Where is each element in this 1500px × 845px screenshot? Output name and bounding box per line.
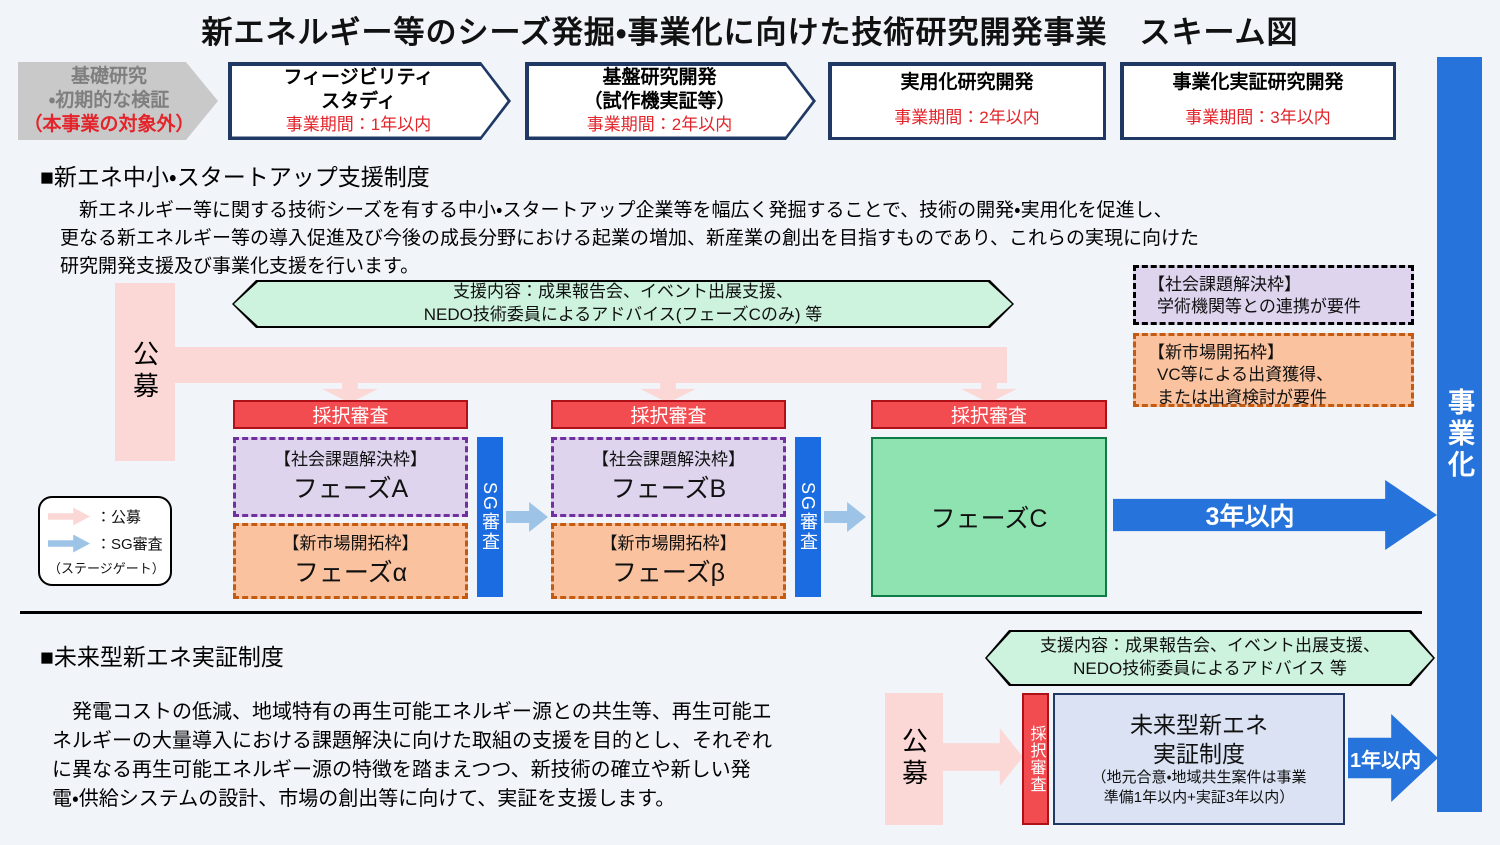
phase-box-beta: 【新市場開拓枠】 フェーズβ	[551, 523, 786, 599]
pre-stage-line2: ・初期的な検証	[48, 90, 170, 112]
pre-stage-arrow: 基礎研究 ・初期的な検証 （本事業の対象外）	[18, 62, 218, 140]
sg-arrow-2	[824, 502, 866, 532]
sg-bar-2: SG審査	[795, 437, 821, 597]
phase-beta-name: フェーズβ	[611, 558, 726, 587]
section1-paragraph-line3: 研究開発支援及び事業化支援を行います。	[60, 256, 420, 277]
arrow-1y-label: 1年以内	[1350, 749, 1422, 772]
stage-box-jitsuyouka: 実用化研究開発 事業期間：2年以内	[828, 62, 1106, 140]
pre-stage-line1: 基礎研究	[70, 66, 147, 88]
koubo-box-2: 公募	[885, 693, 943, 825]
demo-box-line4: 準備1年以内+実証3年以内）	[1103, 788, 1295, 806]
support-banner-1-line2: NEDO技術委員によるアドバイス(フェーズCのみ) 等	[423, 305, 823, 324]
koubo-bar-1-label: 公募	[129, 340, 160, 404]
business-bar: 事業化	[1437, 57, 1482, 812]
phase-b-name: フェーズB	[610, 474, 727, 503]
section2-paragraph-line2: ネルギーの大量導入における課題解決に向けた取組の支援を目的とし、それぞれ	[52, 730, 772, 752]
demo-program-box: 未来型新エネ 実証制度 （地元合意・地域共生案件は事業 準備1年以内+実証3年以…	[1053, 693, 1345, 825]
info-market-line3: または出資検討が要件	[1157, 387, 1327, 407]
legend-sg-label: ：SG審査	[96, 536, 163, 553]
stage-fill	[831, 65, 1103, 137]
demo-box-line1: 未来型新エネ	[1130, 711, 1268, 738]
adoption-bar-2-label: 採択審査	[1027, 725, 1045, 793]
support-banner-2-line1: 支援内容：成果報告会、イベント出展支援、	[1040, 636, 1380, 656]
phase-box-c: フェーズC	[871, 437, 1107, 597]
stage-title: 基盤研究開発	[602, 67, 717, 89]
section2-heading: ■未来型新エネ実証制度	[40, 644, 284, 670]
section1-paragraph: 新エネルギー等に関する技術シーズを有する中小・スタートアップ企業等を幅広く発掘す…	[60, 197, 1320, 281]
section1-heading: ■新エネ中小・スタートアップ支援制度	[40, 164, 430, 190]
stage-period: 事業期間：1年以内	[285, 114, 432, 134]
koubo-bar-1: 公募	[115, 283, 175, 461]
stage-fill	[1123, 65, 1393, 137]
info-market-line1: 【新市場開拓枠】	[1148, 343, 1284, 362]
stage-title2: スタディ	[321, 90, 396, 112]
sg-bar-1-label: SG審査	[480, 481, 500, 552]
demo-box-line2: 実証制度	[1153, 740, 1245, 767]
legend-box: ：公募 ：SG審査 （ステージゲート）	[38, 496, 172, 586]
phase-alpha-name: フェーズα	[293, 558, 408, 587]
legend-koubo-label: ：公募	[96, 509, 142, 526]
stage-title2: （試作機実証等）	[583, 90, 736, 112]
support-banner-2-line2: NEDO技術委員によるアドバイス 等	[1073, 659, 1347, 678]
sg-bar-1: SG審査	[477, 437, 503, 597]
stage-period: 事業期間：2年以内	[586, 114, 733, 134]
section2-paragraph-line4: 電・供給システムの設計、市場の創出等に向けて、実証を支援します。	[52, 788, 676, 810]
pre-stage-line3: （本事業の対象外）	[23, 113, 195, 135]
demo-box-line3: （地元合意・地域共生案件は事業	[1091, 769, 1307, 787]
stage-title: 事業化実証研究開発	[1172, 72, 1344, 93]
phase-a-name: フェーズA	[292, 474, 409, 503]
koubo-band	[175, 347, 1007, 383]
business-bar-label: 事業化	[1444, 388, 1474, 481]
section2-paragraph-line1: 発電コストの低減、地域特有の再生可能エネルギー源との共生等、再生可能エ	[52, 701, 772, 723]
sg-bar-2-label: SG審査	[798, 481, 818, 552]
arrow-1y: 1年以内	[1348, 714, 1438, 802]
phase-alpha-frame: 【新市場開拓枠】	[282, 533, 419, 553]
phase-box-b: 【社会課題解決枠】 フェーズB	[551, 437, 786, 517]
stage-box-kiban: 基盤研究開発 （試作機実証等） 事業期間：2年以内	[525, 62, 816, 140]
stage-period: 事業期間：3年以内	[1185, 108, 1331, 128]
legend-sg-note: （ステージゲート）	[48, 561, 165, 576]
page-title: 新エネルギー等のシーズ発掘・事業化に向けた技術研究開発事業 スキーム図	[201, 15, 1299, 50]
koubo-arrow-2	[943, 728, 1023, 786]
section2-paragraph-line3: に異なる再生可能エネルギー源の特徴を踏まえつつ、新技術の確立や新しい発	[52, 759, 751, 781]
stage-period: 事業期間：2年以内	[894, 108, 1040, 128]
arrow-3y: 3年以内	[1113, 480, 1437, 550]
info-box-market: 【新市場開拓枠】 VC等による出資獲得、 または出資検討が要件	[1133, 333, 1414, 407]
section-divider	[20, 611, 1422, 614]
phase-box-a: 【社会課題解決枠】 フェーズA	[233, 437, 468, 517]
stage-box-jigyouka: 事業化実証研究開発 事業期間：3年以内	[1120, 62, 1396, 140]
support-banner-1-line1: 支援内容：成果報告会、イベント出展支援、	[453, 282, 793, 302]
stage-fill	[232, 66, 508, 137]
adoption-box-b: 採択審査	[551, 400, 786, 429]
section1-paragraph-line1: 新エネルギー等に関する技術シーズを有する中小・スタートアップ企業等を幅広く発掘す…	[60, 200, 1173, 221]
stage-title: 実用化研究開発	[900, 72, 1034, 93]
adoption-box-a: 採択審査	[233, 400, 468, 429]
koubo-box-2-label: 公募	[898, 727, 929, 791]
stage-title: フィージビリティ	[283, 67, 434, 89]
stage-box-feasibility: フィージビリティ スタディ 事業期間：1年以内	[228, 62, 511, 140]
phase-beta-frame: 【新市場開拓枠】	[600, 533, 737, 553]
support-banner-1: 支援内容：成果報告会、イベント出展支援、 NEDO技術委員によるアドバイス(フェ…	[232, 280, 1014, 328]
phase-box-alpha: 【新市場開拓枠】 フェーズα	[233, 523, 468, 599]
info-box-social: 【社会課題解決枠】 学術機関等との連携が要件	[1133, 265, 1414, 325]
sg-arrow-icon	[48, 534, 90, 553]
phase-a-frame: 【社会課題解決枠】	[274, 449, 427, 469]
info-market-line2: VC等による出資獲得、	[1157, 365, 1334, 385]
adoption-bar-2: 採択審査	[1022, 693, 1049, 825]
section1-paragraph-line2: 更なる新エネルギー等の導入促進及び今後の成長分野における起業の増加、新産業の創出…	[60, 228, 1200, 249]
info-social-line2: 学術機関等との連携が要件	[1157, 297, 1361, 317]
koubo-arrow-icon	[48, 507, 90, 526]
sg-arrow-1	[506, 502, 548, 532]
support-banner-2: 支援内容：成果報告会、イベント出展支援、 NEDO技術委員によるアドバイス 等	[985, 630, 1435, 686]
stage-fill	[529, 66, 813, 137]
info-social-line1: 【社会課題解決枠】	[1148, 275, 1301, 294]
phase-b-frame: 【社会課題解決枠】	[592, 449, 745, 469]
adoption-box-c: 採択審査	[871, 400, 1107, 429]
section2-paragraph: 発電コストの低減、地域特有の再生可能エネルギー源との共生等、再生可能エ ネルギー…	[52, 698, 852, 814]
